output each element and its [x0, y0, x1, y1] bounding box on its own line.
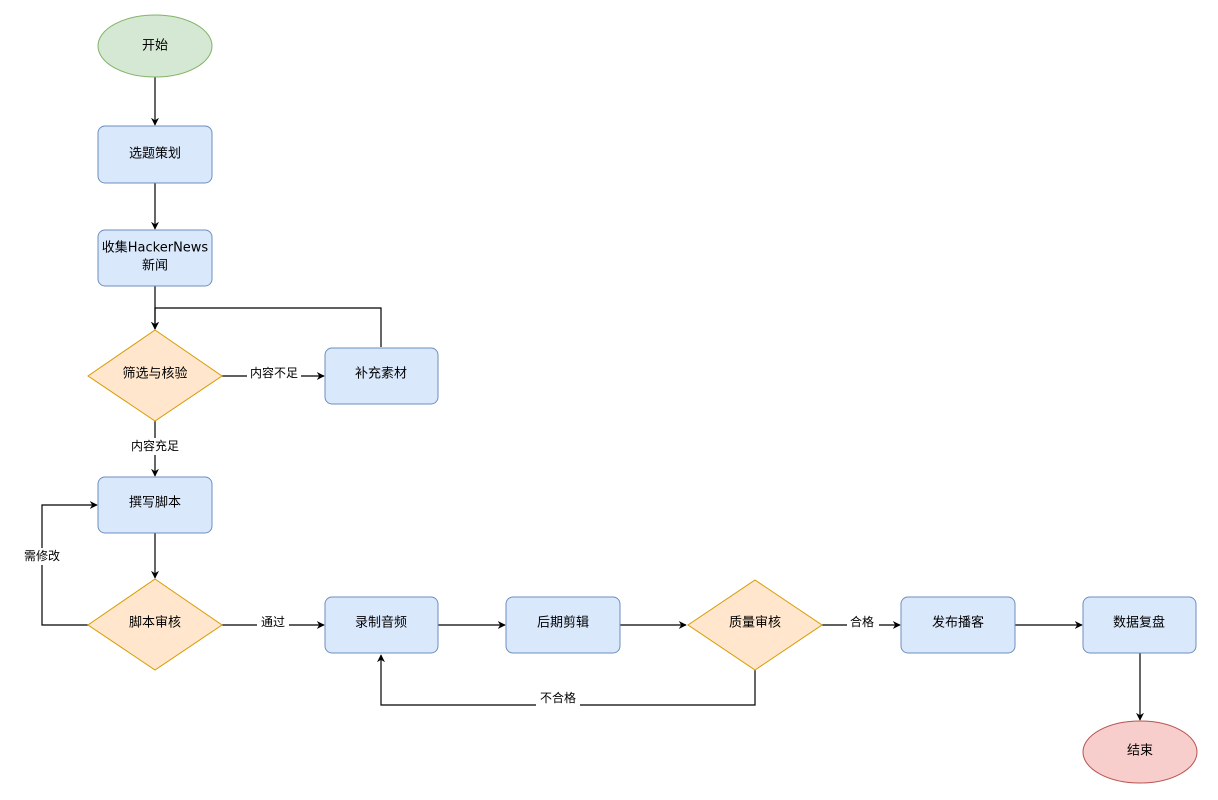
data-review-label: 数据复盘 — [1113, 615, 1165, 631]
topic-planning-label: 选题策划 — [129, 146, 181, 162]
record-audio-node[interactable]: 录制音频 — [324, 596, 439, 654]
publish-node[interactable]: 发布播客 — [900, 596, 1016, 654]
end-node[interactable]: 结束 — [1082, 720, 1198, 784]
write-script-node[interactable]: 撰写脚本 — [97, 476, 213, 534]
write-script-label: 撰写脚本 — [129, 495, 181, 511]
label-needs-revision: 需修改 — [24, 548, 60, 563]
end-label: 结束 — [1127, 744, 1153, 759]
collect-news-label-line2: 新闻 — [142, 258, 168, 274]
label-passed: 通过 — [261, 615, 285, 629]
quality-review-decision[interactable]: 质量审核 — [687, 579, 823, 671]
post-edit-node[interactable]: 后期剪辑 — [505, 596, 621, 654]
edge-supplement-back-to-filter — [151, 307, 382, 347]
supplement-node[interactable]: 补充素材 — [324, 347, 439, 405]
publish-label: 发布播客 — [932, 615, 984, 631]
supplement-label: 补充素材 — [355, 366, 407, 382]
script-review-label: 脚本审核 — [129, 615, 181, 631]
start-label: 开始 — [142, 39, 168, 54]
label-sufficient: 内容充足 — [131, 438, 179, 453]
nodes: 开始 选题策划 收集HackerNews 新闻 筛选与核验 补充素材 撰写脚本 — [87, 14, 1198, 784]
data-review-node[interactable]: 数据复盘 — [1082, 596, 1197, 654]
filter-verify-label: 筛选与核验 — [122, 366, 187, 382]
collect-news-label-line1: 收集HackerNews — [102, 240, 209, 256]
post-edit-label: 后期剪辑 — [537, 615, 589, 631]
collect-news-node[interactable]: 收集HackerNews 新闻 — [97, 229, 213, 287]
filter-verify-decision[interactable]: 筛选与核验 — [87, 329, 223, 422]
edge-labels: 内容不足 内容充足 需修改 通过 合格 不合格 — [22, 365, 879, 706]
topic-planning-node[interactable]: 选题策划 — [97, 125, 213, 184]
label-insufficient: 内容不足 — [250, 365, 298, 380]
start-node[interactable]: 开始 — [97, 14, 213, 78]
script-review-decision[interactable]: 脚本审核 — [87, 578, 223, 671]
quality-review-label: 质量审核 — [729, 616, 781, 631]
label-qualified: 合格 — [850, 614, 874, 629]
record-audio-label: 录制音频 — [355, 615, 407, 631]
label-unqualified: 不合格 — [540, 690, 576, 705]
